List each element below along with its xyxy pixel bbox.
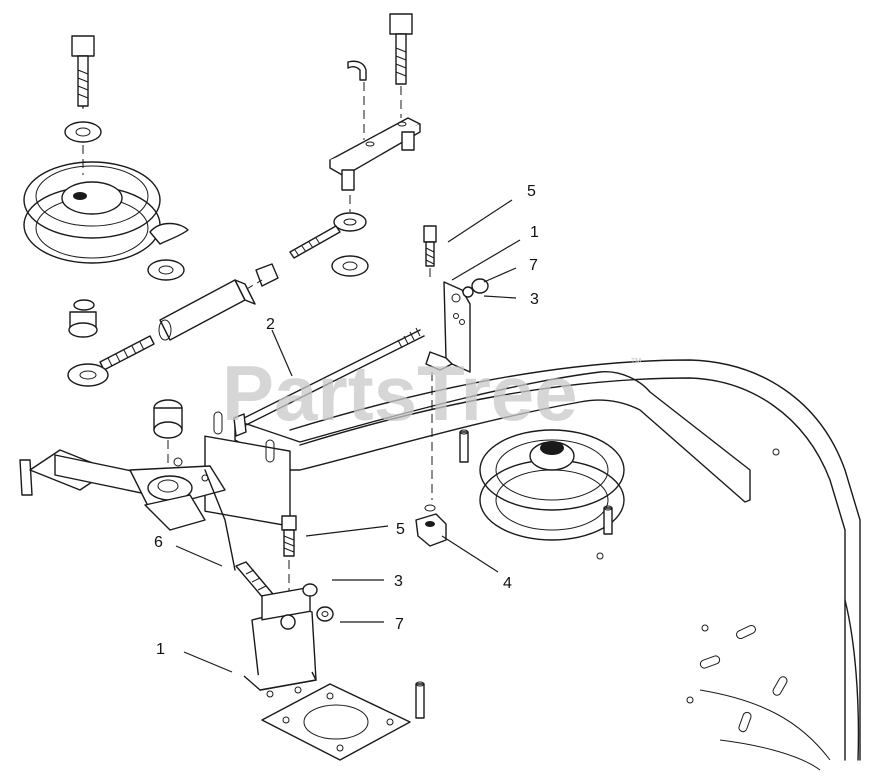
turnbuckle-assembly bbox=[67, 195, 369, 387]
deck-housing bbox=[289, 359, 861, 771]
callout-7-bottom: 7 bbox=[395, 616, 404, 633]
callout-1-top: 1 bbox=[530, 224, 539, 241]
callout-5-top: 5 bbox=[527, 183, 536, 200]
watermark-text: PartsTree bbox=[222, 349, 578, 437]
callout-6: 6 bbox=[154, 534, 163, 551]
callout-7-top: 7 bbox=[529, 257, 538, 274]
belt-guard bbox=[204, 371, 751, 527]
callout-leaders bbox=[175, 199, 521, 673]
mounting-plate bbox=[261, 681, 425, 761]
callout-5-bottom: 5 bbox=[396, 521, 405, 538]
deck-pulley bbox=[459, 429, 625, 541]
watermark-trademark: ™ bbox=[630, 355, 642, 369]
idler-pulley bbox=[23, 35, 189, 281]
lower-bracket bbox=[243, 515, 334, 698]
callout-labels: 5 1 7 3 2 5 3 7 4 6 1 bbox=[154, 183, 539, 658]
swivel-nut bbox=[415, 504, 447, 547]
pivot-arm-assembly bbox=[329, 13, 421, 191]
callout-4: 4 bbox=[503, 575, 512, 592]
control-rod bbox=[233, 327, 425, 437]
upper-bracket bbox=[423, 225, 489, 500]
callout-2: 2 bbox=[266, 316, 275, 333]
callout-1-bottom: 1 bbox=[156, 641, 165, 658]
callout-3-bottom: 3 bbox=[394, 573, 403, 590]
callout-3-top: 3 bbox=[530, 291, 539, 308]
left-linkage bbox=[19, 399, 236, 571]
